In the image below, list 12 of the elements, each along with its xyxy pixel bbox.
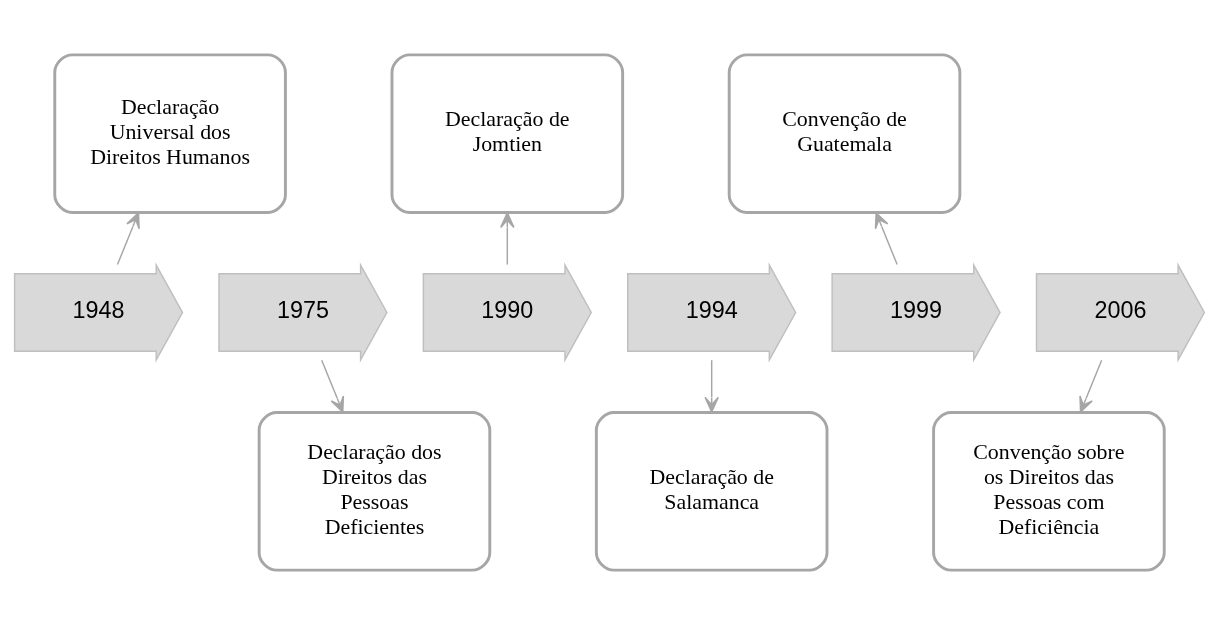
arrow — [321, 359, 345, 413]
node-box: Declaração dos Direitos das Pessoas Deficientes — [257, 411, 492, 572]
arrow — [500, 212, 515, 266]
arrow — [1079, 359, 1103, 413]
node-box: Convenção de Guatemala — [727, 53, 962, 214]
node-box: Declaração de Jomtien — [390, 53, 625, 214]
node-box: Declaração Universal dos Direitos Humanos — [53, 53, 287, 214]
arrow — [704, 359, 719, 413]
arrow — [874, 212, 898, 266]
node-box: Convenção sobre os Direitos das Pessoas com Deficiência — [932, 411, 1166, 572]
node-box: Declaração de Salamanca — [594, 411, 829, 572]
arrow — [116, 212, 140, 266]
